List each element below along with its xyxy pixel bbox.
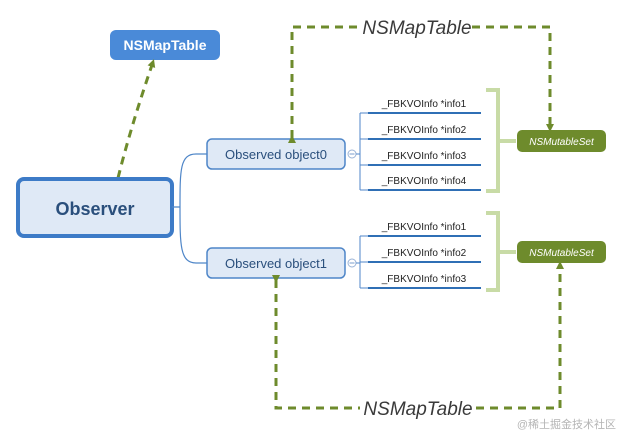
group0-connector: [356, 112, 368, 191]
bottom-maptable-label: NSMapTable: [363, 399, 472, 420]
nsmutableset-label-1: NSMutableSet: [529, 248, 595, 259]
top-maptable-link: [292, 25, 550, 138]
svg-text:_FBKVOInfo *info3: _FBKVOInfo *info3: [381, 274, 467, 285]
group0-info-item: _FBKVOInfo *info2: [368, 125, 481, 140]
group1-info-item: _FBKVOInfo *info2: [368, 248, 481, 263]
top-maptable-label: NSMapTable: [362, 18, 471, 39]
collapse-toggle-0[interactable]: [347, 149, 357, 159]
group1-bracket: [486, 211, 516, 292]
bottom-maptable-link: [276, 264, 560, 410]
group1-info-item: _FBKVOInfo *info1: [368, 222, 481, 237]
svg-text:_FBKVOInfo *info2: _FBKVOInfo *info2: [381, 248, 467, 259]
observed-object1-node: Observed object1: [206, 247, 346, 279]
svg-text:_FBKVOInfo *info2: _FBKVOInfo *info2: [381, 125, 467, 136]
observer-connector: [172, 153, 207, 264]
observer-node: Observer: [16, 177, 174, 238]
svg-text:_FBKVOInfo *info1: _FBKVOInfo *info1: [381, 222, 467, 233]
nsmutableset-node-0: NSMutableSet: [517, 130, 606, 152]
group1-info-item: _FBKVOInfo *info3: [368, 274, 481, 289]
nsmutableset-node-1: NSMutableSet: [517, 241, 606, 263]
watermark-text: @稀土掘金技术社区: [517, 417, 616, 431]
group1-connector: [356, 235, 368, 289]
svg-text:_FBKVOInfo *info4: _FBKVOInfo *info4: [381, 176, 467, 187]
collapse-toggle-1[interactable]: [347, 258, 357, 268]
group0-info-item: _FBKVOInfo *info3: [368, 151, 481, 166]
observed-object0-node: Observed object0: [206, 138, 346, 170]
nsmaptable-node-label: NSMapTable: [124, 37, 207, 53]
svg-text:_FBKVOInfo *info3: _FBKVOInfo *info3: [381, 151, 467, 162]
nsmaptable-node: NSMapTable: [110, 30, 220, 60]
svg-text:_FBKVOInfo *info1: _FBKVOInfo *info1: [381, 99, 467, 110]
observer-to-table-arrow: [116, 59, 156, 179]
group0-info-item: _FBKVOInfo *info4: [368, 176, 481, 191]
nsmutableset-label-0: NSMutableSet: [529, 137, 595, 148]
group0-info-item: _FBKVOInfo *info1: [368, 99, 481, 114]
observed-object1-label: Observed object1: [225, 256, 327, 271]
observed-object0-label: Observed object0: [225, 147, 327, 162]
group0-bracket: [486, 88, 516, 193]
observer-node-label: Observer: [55, 199, 134, 219]
